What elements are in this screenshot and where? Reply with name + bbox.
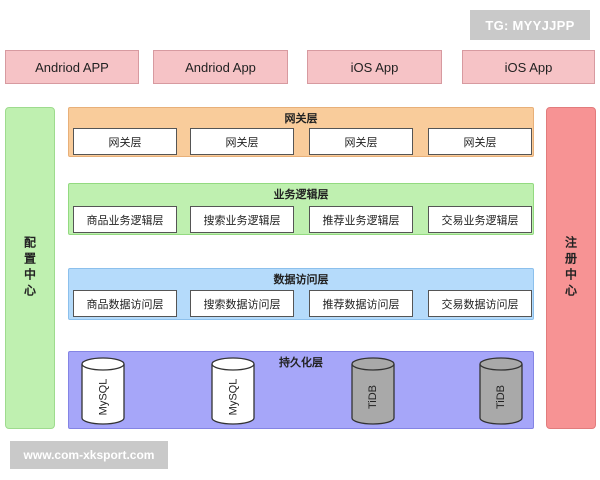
database-cylinder-tidb: TiDB [479,356,523,426]
data-access-layer: 数据访问层 商品数据访问层 搜索数据访问层 推荐数据访问层 交易数据访问层 [68,268,534,320]
registry-center-panel: 注册中心 [546,107,596,429]
watermark: www.com-xksport.com [10,441,168,469]
database-icon [81,357,125,425]
tg-badge: TG: MYYJJPP [470,10,590,40]
database-cylinder-mysql: MySQL [81,356,125,426]
data-node-trade: 交易数据访问层 [428,290,532,317]
database-cylinder-tidb: TiDB [351,356,395,426]
persistence-layer: 持久化层 MySQL MySQL TiDB TiDB [68,351,534,429]
client-app-ios-1: iOS App [307,50,442,84]
gateway-layer-title: 网关层 [284,112,318,125]
business-node-trade: 交易业务逻辑层 [428,206,532,233]
gateway-node: 网关层 [73,128,177,155]
database-cylinder-mysql: MySQL [211,356,255,426]
gateway-node: 网关层 [428,128,532,155]
business-node-search: 搜索业务逻辑层 [190,206,294,233]
persistence-layer-title: 持久化层 [279,356,323,369]
database-label: TiDB [494,384,507,410]
gateway-node: 网关层 [190,128,294,155]
data-node-recommend: 推荐数据访问层 [309,290,413,317]
gateway-layer: 网关层 网关层 网关层 网关层 网关层 [68,107,534,157]
registry-center-label: 注册中心 [563,236,578,300]
business-logic-layer: 业务逻辑层 商品业务逻辑层 搜索业务逻辑层 推荐业务逻辑层 交易业务逻辑层 [68,183,534,235]
database-icon [351,357,395,425]
config-center-label: 配置中心 [22,236,37,300]
database-icon [479,357,523,425]
database-label: MySQL [97,378,109,416]
gateway-node: 网关层 [309,128,413,155]
data-node-search: 搜索数据访问层 [190,290,294,317]
client-app-android-2: Andriod App [153,50,288,84]
data-node-product: 商品数据访问层 [73,290,177,317]
business-layer-title: 业务逻辑层 [273,188,329,201]
database-label: TiDB [366,384,379,410]
client-app-android-1: Andriod APP [5,50,139,84]
business-node-product: 商品业务逻辑层 [73,206,177,233]
business-node-recommend: 推荐业务逻辑层 [309,206,413,233]
config-center-panel: 配置中心 [5,107,55,429]
database-label: MySQL [227,378,239,416]
data-layer-title: 数据访问层 [273,273,329,286]
client-app-ios-2: iOS App [462,50,595,84]
database-icon [211,357,255,425]
